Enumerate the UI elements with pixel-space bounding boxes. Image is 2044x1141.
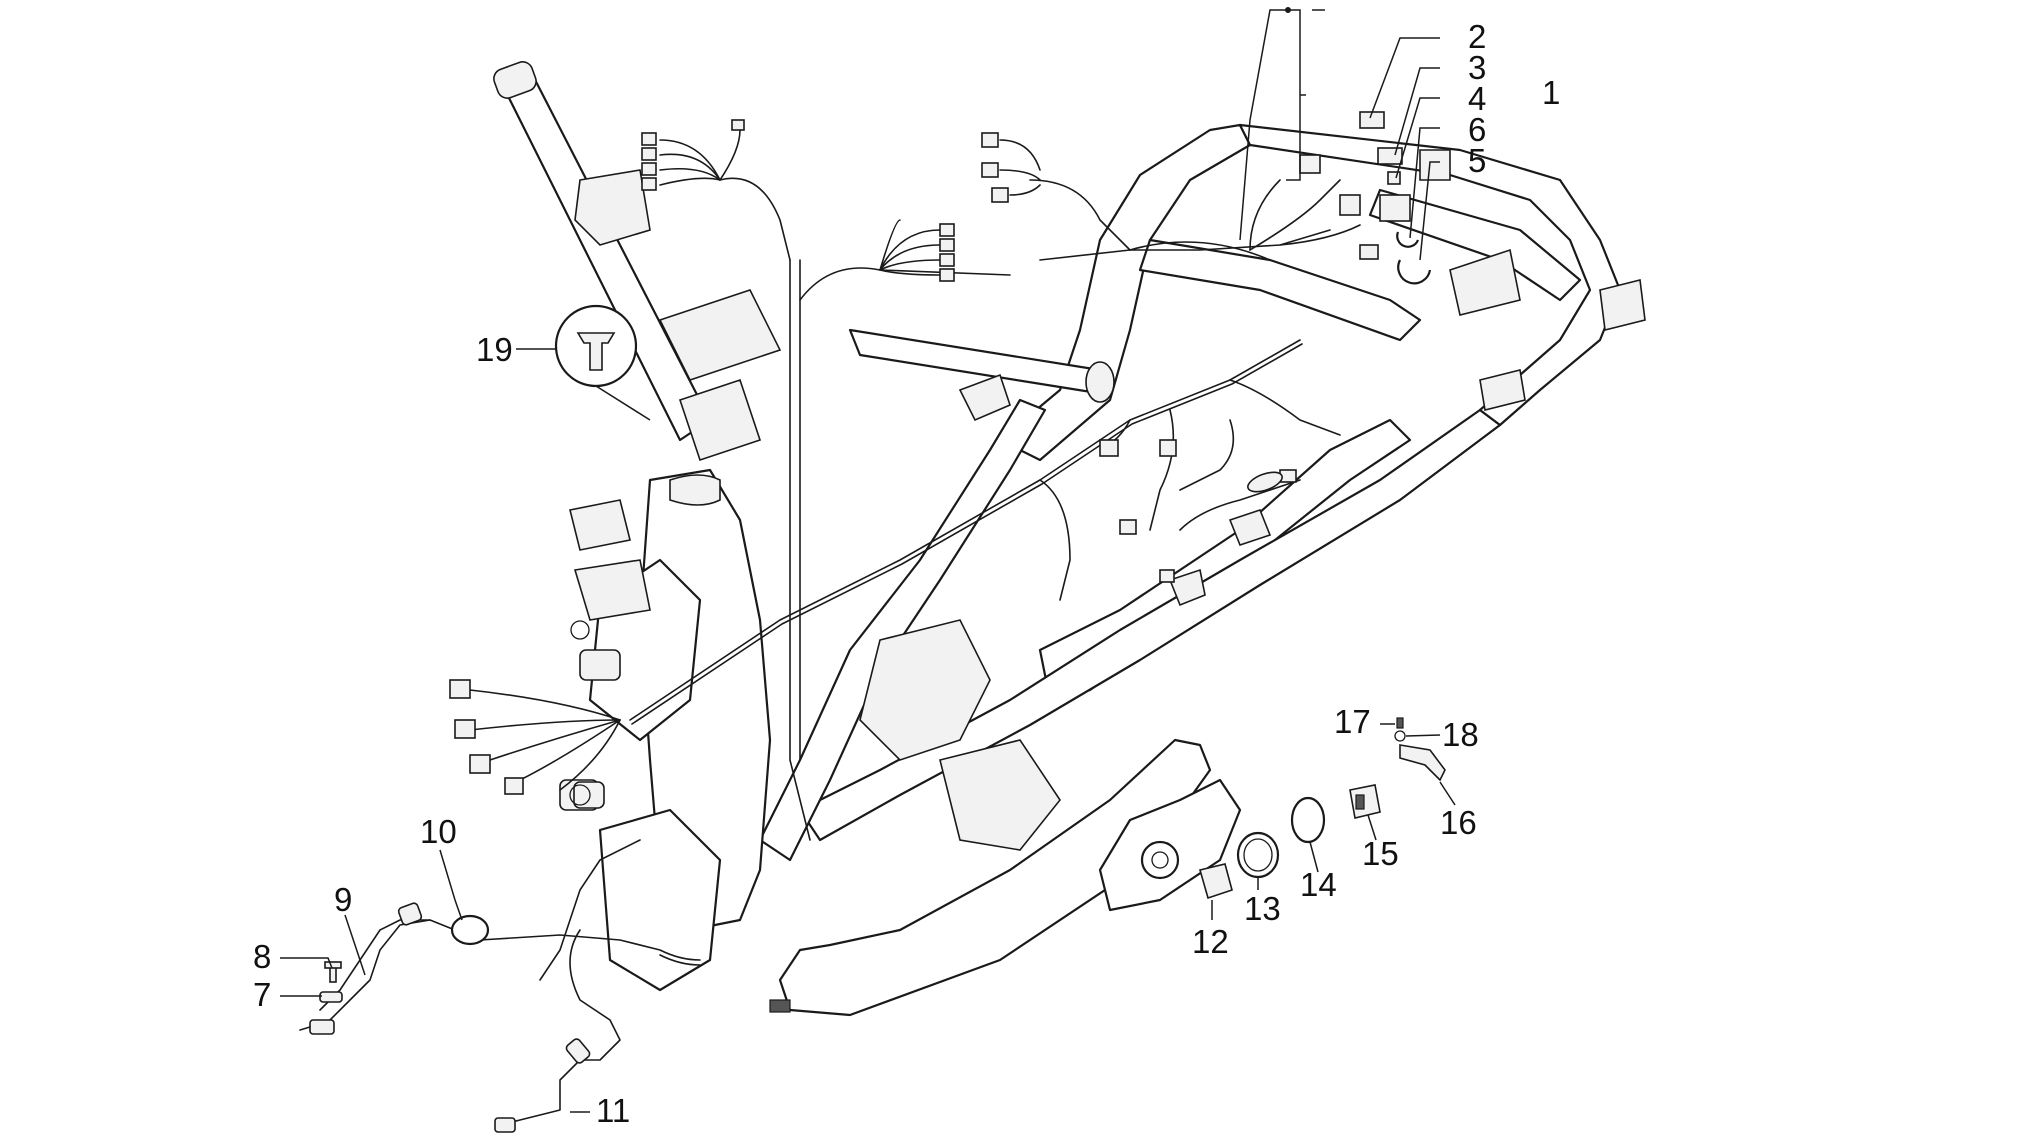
control-switch-block — [678, 378, 762, 462]
handlebar-clamp — [574, 169, 651, 246]
leader-lines — [280, 7, 1456, 1113]
part-15-bracket — [1349, 784, 1381, 819]
engine-mount-plate — [859, 619, 991, 761]
relay-cluster — [573, 559, 651, 621]
headstock-tube — [669, 474, 721, 506]
rear-tab — [1479, 369, 1526, 411]
part-19-push-pin — [576, 332, 616, 371]
callout-11: 11 — [596, 1092, 630, 1129]
control-panel-box — [658, 289, 782, 381]
part-16-clamp — [1399, 744, 1446, 782]
cable-part-11 — [499, 929, 621, 1126]
frame-rear-loop — [1238, 123, 1622, 427]
part-17-screw — [1396, 717, 1404, 729]
callout-8: 8 — [253, 938, 271, 975]
callout-19: 19 — [476, 331, 513, 368]
callout-1: 1 — [1542, 74, 1560, 111]
callout-labels: 1 2 3 4 5 6 7 8 9 10 11 12 13 14 15 16 1… — [253, 18, 1560, 1129]
callout-7: 7 — [253, 976, 271, 1013]
callout-12: 12 — [1192, 923, 1229, 960]
part-4 — [1387, 171, 1401, 185]
part-6-clip — [1396, 231, 1420, 248]
callout-2: 2 — [1468, 18, 1486, 55]
callout-13: 13 — [1244, 890, 1281, 927]
frame-center-downtube — [758, 398, 1047, 862]
part-12-clip — [1199, 863, 1233, 900]
callout-15: 15 — [1362, 835, 1399, 872]
callout-9: 9 — [334, 881, 352, 918]
callout-5: 5 — [1468, 142, 1486, 179]
bracket-3 — [1168, 568, 1206, 607]
bracket-2 — [1228, 509, 1272, 546]
harness-upper-branch — [1039, 229, 1331, 261]
fuse-block — [569, 499, 631, 551]
bracket-1 — [958, 373, 1011, 422]
swingarm-pivot — [1140, 840, 1180, 880]
rear-mount-plate — [1449, 248, 1521, 316]
frame-lower-left-tube — [778, 738, 1212, 1017]
rear-bracket — [1419, 149, 1451, 181]
frame-front-spar — [1138, 238, 1422, 342]
callout-18: 18 — [1442, 716, 1479, 753]
engine-lower-mount — [939, 739, 1061, 851]
callout-10: 10 — [420, 813, 457, 850]
rear-end-cap — [1599, 279, 1646, 331]
part-5-ring — [1397, 259, 1432, 285]
part-3 — [1377, 147, 1403, 165]
callout-3: 3 — [1468, 49, 1486, 86]
wiring-harness — [299, 119, 1411, 1133]
callout-16: 16 — [1440, 804, 1477, 841]
cable-part-9 — [309, 919, 431, 1031]
callout-6: 6 — [1468, 111, 1486, 148]
harness-vertical — [789, 259, 811, 841]
part-18-washer — [1394, 730, 1406, 742]
front-lower-mount — [598, 808, 722, 992]
callout-4: 4 — [1468, 80, 1486, 117]
callout-17: 17 — [1334, 703, 1371, 740]
frame-rear-crossmember — [1368, 188, 1582, 302]
part-14-band — [1290, 796, 1326, 844]
scooter-frame — [493, 61, 1646, 1017]
callout-14: 14 — [1300, 866, 1337, 903]
part-10-ring — [450, 914, 490, 946]
